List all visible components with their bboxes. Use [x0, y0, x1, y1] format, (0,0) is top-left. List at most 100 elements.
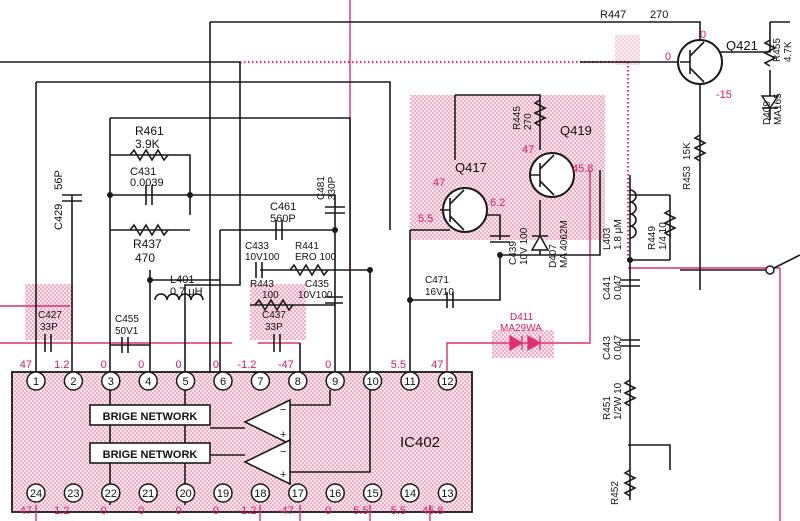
q419-ref: Q419: [560, 123, 592, 138]
ic-pin-number: 2: [70, 376, 76, 388]
ic-pin-number: 1: [33, 376, 39, 388]
pin-voltage: 5.5: [391, 359, 406, 371]
r445-resistor-icon: [533, 99, 547, 127]
c471-value: 16V10: [425, 287, 454, 298]
r451-resistor-icon: [623, 379, 637, 407]
ic-pin: [250, 483, 271, 503]
bridge-network-label-lower: BRIGE NETWORK: [103, 449, 198, 461]
c435-value: 10V100: [298, 290, 333, 301]
c439-label: C43910V 100: [508, 227, 530, 265]
r447-value: 270: [650, 9, 668, 21]
ic-pin: [288, 483, 308, 503]
ic-pin-number: 23: [67, 488, 79, 500]
r443-resistor-icon: [254, 298, 294, 312]
ic-pin-number: 19: [217, 488, 229, 500]
r447-ref: R447: [600, 9, 626, 21]
pin-voltage: 0: [213, 505, 219, 517]
c443-label: C4430.047: [602, 335, 624, 360]
ic-pin: [213, 371, 233, 391]
r461-ref: R461: [135, 124, 164, 138]
ic-pin: [26, 371, 46, 391]
ic-pin: [400, 483, 420, 503]
ic-pin-number: 17: [292, 488, 304, 500]
pin-voltage: 0: [101, 505, 107, 517]
c471-ref: C471: [425, 275, 449, 286]
r452-label: R452: [610, 481, 621, 505]
junction-dot: [332, 227, 338, 233]
q419-collector-voltage: 47: [522, 144, 534, 156]
q421-emitter-voltage: -15: [716, 89, 732, 101]
r441-resistor-icon: [289, 263, 329, 277]
ic-pin-number: 22: [105, 488, 117, 500]
amp-lower-minus: −: [280, 446, 286, 458]
junction-dot: [107, 192, 113, 198]
l401-ref: L401: [170, 274, 194, 286]
q417-transistor-leads: [440, 189, 465, 231]
ic-pin-number: 20: [179, 488, 191, 500]
ic-bottom-pins: 2447231.222021020019018-1.217-47160155.5…: [20, 483, 458, 517]
pin-voltage: 47: [20, 505, 32, 517]
r453-resistor-icon: [693, 134, 707, 162]
bridge-network-block-lower: [89, 442, 211, 464]
c437-highlight: [250, 284, 306, 340]
c429-label: C42956P: [53, 170, 65, 230]
l403-label: L4031.8 μM: [602, 219, 624, 250]
l401-value: 0.7 μH: [170, 286, 203, 298]
ic-pin-number: 13: [441, 488, 453, 500]
pin-voltage: 0: [175, 359, 181, 371]
c441-label: C4410.047: [602, 275, 624, 300]
highlight-wire-right: [628, 267, 781, 521]
c435-ref: C435: [305, 279, 329, 290]
c461-ref: C461: [270, 201, 296, 213]
ic-pin-number: 14: [404, 488, 416, 500]
d407-diode-icon: [530, 234, 550, 251]
c427-ref: C427: [38, 310, 62, 321]
l403-inductor-icon: [629, 189, 637, 239]
d411-highlight: [492, 330, 554, 358]
ic-pin-number: 10: [366, 376, 378, 388]
c427-highlight: [25, 284, 73, 340]
switch-contact-icon: [765, 265, 775, 275]
ic-pin: [63, 483, 84, 503]
pin-voltage: 0: [213, 359, 219, 371]
c461-capacitor-icon: [275, 220, 283, 240]
ic-pin-number: 12: [441, 376, 453, 388]
d409-label: D409MA165: [762, 93, 784, 125]
q421-transistor-leads: [680, 41, 705, 83]
c441-capacitor-icon: [620, 279, 640, 287]
schematic-wires: [0, 21, 790, 505]
r437-resistor-icon: [129, 223, 169, 237]
amp-lower-icon: [243, 438, 291, 486]
ic-pin-number: 11: [404, 376, 415, 388]
r449-label: R4491/4 10: [647, 222, 669, 250]
c461-value: 560P: [270, 213, 296, 225]
c433-value: 10V100: [245, 252, 280, 263]
c437-capacitor-icon: [273, 334, 281, 352]
c455-capacitor-icon: [121, 337, 129, 353]
c431-ref: C431: [130, 166, 156, 178]
ic-pin: [250, 371, 271, 391]
pin-voltage: 1.2: [54, 359, 69, 371]
bridge-network-label-upper: BRIGE NETWORK: [103, 411, 198, 423]
c455-ref: C455: [115, 314, 139, 325]
ic-pin: [325, 371, 345, 391]
pin-voltage: -1.2: [237, 505, 256, 517]
q419-transistor-leads: [530, 154, 555, 196]
c427-value: 33P: [40, 322, 58, 333]
ic-pin-number: 6: [220, 376, 226, 388]
d411-diode-icon: [509, 334, 542, 352]
pin-voltage: 0: [325, 359, 331, 371]
r451-label: R4511/2W 10: [602, 382, 624, 420]
amp-upper-icon: [243, 398, 291, 446]
r437-ref: R437: [133, 237, 162, 251]
r443-value: 100: [262, 290, 279, 301]
c433-capacitor-icon: [255, 262, 263, 278]
bridge-network-block-upper: [89, 404, 211, 426]
ic-pin: [362, 483, 383, 503]
c443-capacitor-icon: [620, 339, 640, 347]
ic-pin-number: 3: [108, 376, 114, 388]
ic-pin: [213, 483, 233, 503]
r453-label: R45315K: [682, 142, 693, 190]
ic402-body: [11, 371, 473, 513]
pin-voltage: 0: [138, 505, 144, 517]
